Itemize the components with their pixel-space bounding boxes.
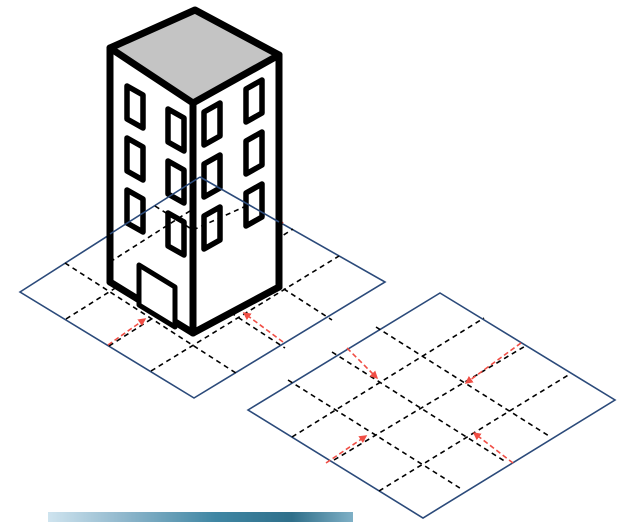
- right-platform-grid: [288, 318, 570, 491]
- arrow-icon: [474, 433, 513, 463]
- building-icon: [110, 10, 279, 333]
- right-platform: [248, 293, 615, 518]
- right-platform-outline: [248, 293, 615, 518]
- arrow-icon: [108, 319, 145, 345]
- arrow-icon: [466, 343, 521, 383]
- decorative-image-strip: [48, 512, 353, 522]
- arrow-icon: [244, 313, 283, 342]
- arrow-icon: [326, 436, 366, 463]
- arrow-icon: [347, 348, 377, 378]
- right-platform-arrows: [326, 343, 521, 463]
